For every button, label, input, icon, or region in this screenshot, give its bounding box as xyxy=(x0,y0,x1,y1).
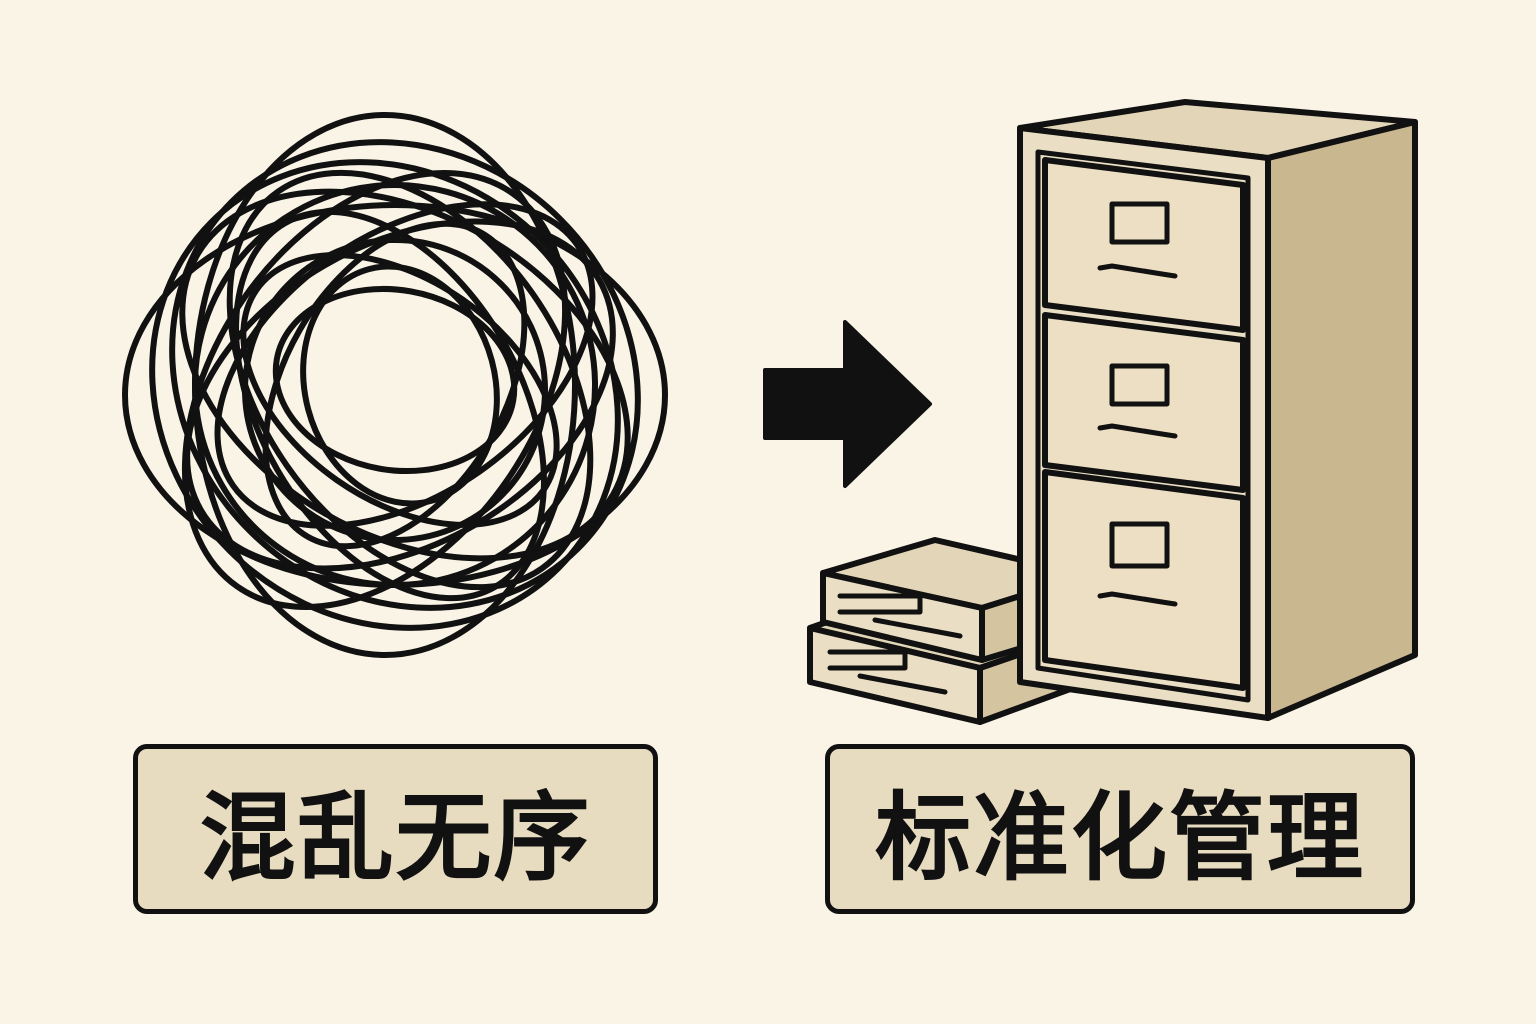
scribble-loop xyxy=(272,285,518,475)
scribble-loop xyxy=(149,159,621,631)
scribble-loop xyxy=(214,201,596,529)
cabinet-front-inset xyxy=(1035,149,1251,703)
order-label-box: 标准化管理 xyxy=(825,744,1415,914)
cabinet-drawer-3 xyxy=(1042,469,1246,691)
scribble-loop xyxy=(226,169,594,591)
cabinet-drawer-2 xyxy=(1042,312,1246,493)
cabinet-side xyxy=(1265,119,1418,721)
chaos-label-text: 混乱无序 xyxy=(199,781,592,894)
scribble-loop xyxy=(300,263,500,507)
cabinet-drawer-1 xyxy=(1042,157,1246,333)
order-label-text: 标准化管理 xyxy=(875,781,1365,894)
book-stack-icon xyxy=(807,537,1090,725)
right-arrow-icon xyxy=(763,320,932,488)
tangled-scribble-icon xyxy=(122,112,668,658)
scribble-loop xyxy=(169,139,641,611)
scribble-loop xyxy=(181,170,569,610)
scribble-loop xyxy=(233,208,547,602)
scribble-loop xyxy=(192,182,598,588)
chaos-label-box: 混乱无序 xyxy=(133,744,658,914)
scribble-loop xyxy=(242,237,548,543)
scribble-loop xyxy=(240,252,560,528)
filing-cabinet-icon xyxy=(1017,99,1418,721)
